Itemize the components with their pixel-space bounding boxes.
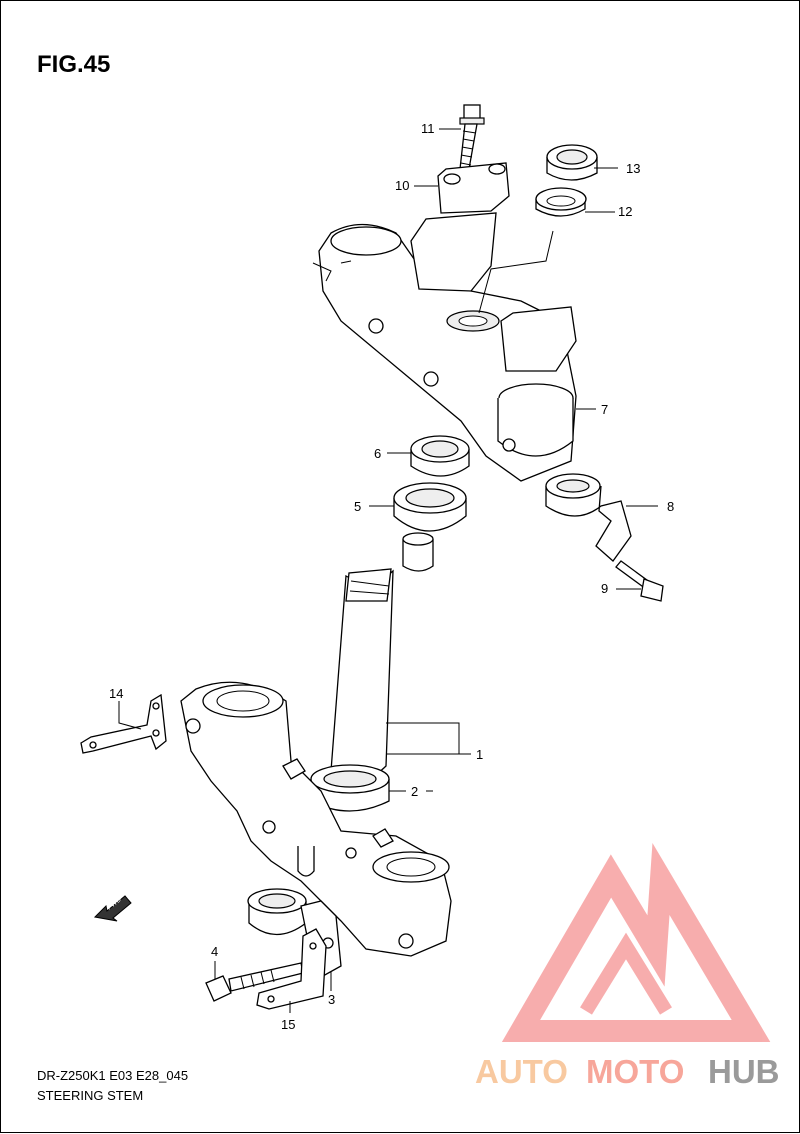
bracket-part-14 [80,693,167,754]
bolt-part-9 [615,560,664,602]
dust-seal-part-2 [310,764,390,812]
watermark-logo [501,843,771,1042]
callout-15: 15 [281,1017,295,1032]
callout-5: 5 [354,499,361,514]
callout-7: 7 [601,402,608,417]
callout-10: 10 [395,178,409,193]
bolt-part-11 [459,104,485,170]
callout-2: 2 [411,784,418,799]
watermark-text: AUTO MOTO HUB [475,1053,780,1090]
callout-4: 4 [211,944,218,959]
callout-11: 11 [421,121,435,136]
callout-14: 14 [109,686,123,701]
lock-nut-part-6 [410,435,470,477]
callout-12: 12 [618,204,632,219]
watermark-part2: MOTO [586,1053,684,1090]
leader-lines [118,128,658,1013]
nut-part-13 [546,144,598,181]
fwd-direction-arrow: FWD [93,895,132,922]
section-name: STEERING STEM [37,1088,144,1103]
model-code: DR-Z250K1 E03 E28_045 [37,1068,189,1083]
steering-stem-part-1 [330,532,434,781]
callout-1: 1 [476,747,483,762]
watermark-part3: HUB [708,1053,780,1090]
bearing-part-5 [393,482,467,532]
callout-labels: 1 2 3 4 5 6 7 8 9 10 11 12 13 14 15 [109,121,674,1032]
watermark-part1: AUTO [475,1053,568,1090]
watermark-triangle [501,843,771,1042]
cable-clamp-part-8 [545,473,632,562]
callout-6: 6 [374,446,381,461]
callout-9: 9 [601,581,608,596]
washer-part-12 [535,187,587,217]
upper-bracket-part-7 [312,212,577,482]
handlebar-holder-part-10 [437,162,510,214]
callout-13: 13 [626,161,640,176]
callout-3: 3 [328,992,335,1007]
figure-title: FIG.45 [37,51,111,78]
lower-bracket [180,681,452,957]
bracket-part-15 [256,928,327,1010]
callout-8: 8 [667,499,674,514]
